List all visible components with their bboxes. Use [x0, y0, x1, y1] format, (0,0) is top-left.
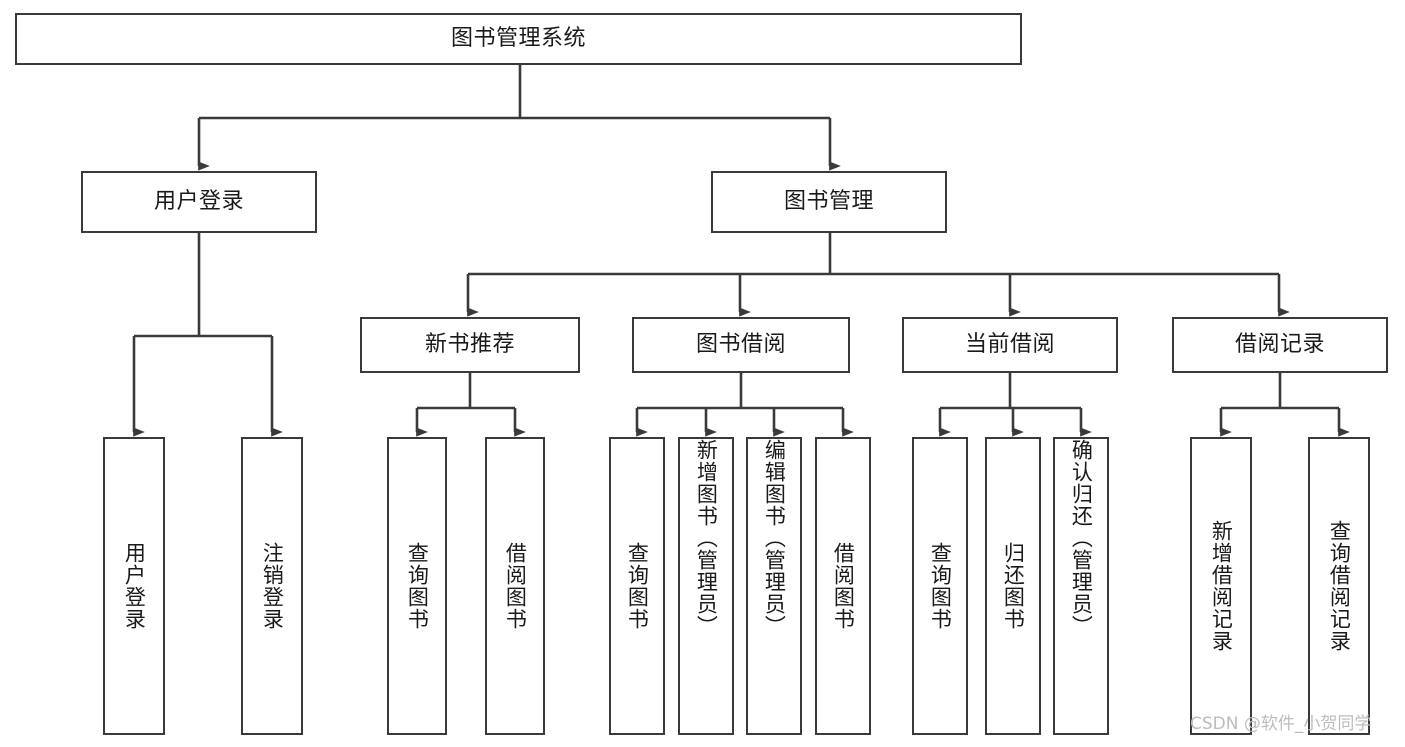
- node-borrow-record-label: 借阅记录: [1234, 332, 1325, 358]
- node-leaf-query-book-3-label: 查询图书: [928, 542, 953, 630]
- node-book-borrow-label: 图书借阅: [695, 332, 786, 358]
- node-leaf-query-book-1-label: 查询图书: [405, 542, 430, 630]
- node-leaf-query-book-2-label: 查询图书: [625, 542, 650, 630]
- node-leaf-query-book-3[interactable]: 查询图书: [912, 437, 968, 735]
- node-leaf-borrow-book-1[interactable]: 借阅图书: [485, 437, 545, 735]
- node-leaf-borrow-book-1-label: 借阅图书: [503, 542, 528, 630]
- node-leaf-edit-book[interactable]: 编辑图书（管理员）: [746, 437, 802, 735]
- node-leaf-query-record-label: 查询借阅记录: [1327, 520, 1352, 652]
- node-new-book-recommend-label: 新书推荐: [424, 332, 515, 358]
- node-leaf-confirm-return-label: 确认归还（管理员）: [1069, 439, 1094, 637]
- node-root[interactable]: 图书管理系统: [15, 13, 1022, 65]
- csdn-watermark: CSDN @软件_小贺同学: [1190, 714, 1372, 734]
- node-leaf-return-book-label: 归还图书: [1001, 542, 1026, 630]
- node-user-login[interactable]: 用户登录: [81, 171, 317, 233]
- node-leaf-add-book-label: 新增图书（管理员）: [694, 439, 719, 637]
- node-leaf-borrow-book-2[interactable]: 借阅图书: [815, 437, 871, 735]
- node-current-borrow-label: 当前借阅: [964, 332, 1055, 358]
- node-borrow-record[interactable]: 借阅记录: [1172, 317, 1388, 373]
- node-leaf-add-record[interactable]: 新增借阅记录: [1190, 437, 1252, 735]
- node-current-borrow[interactable]: 当前借阅: [902, 317, 1118, 373]
- node-leaf-logout[interactable]: 注销登录: [241, 437, 303, 735]
- node-leaf-edit-book-label: 编辑图书（管理员）: [762, 439, 787, 637]
- node-new-book-recommend[interactable]: 新书推荐: [360, 317, 580, 373]
- node-leaf-add-book[interactable]: 新增图书（管理员）: [678, 437, 734, 735]
- node-user-login-label: 用户登录: [153, 189, 244, 215]
- node-book-manage[interactable]: 图书管理: [711, 171, 947, 233]
- node-leaf-return-book[interactable]: 归还图书: [985, 437, 1041, 735]
- node-leaf-query-record[interactable]: 查询借阅记录: [1308, 437, 1370, 735]
- node-book-manage-label: 图书管理: [783, 189, 874, 215]
- node-leaf-user-login[interactable]: 用户登录: [103, 437, 165, 735]
- node-leaf-borrow-book-2-label: 借阅图书: [831, 542, 856, 630]
- node-leaf-query-book-2[interactable]: 查询图书: [609, 437, 665, 735]
- node-leaf-user-login-label: 用户登录: [122, 542, 147, 630]
- node-leaf-logout-label: 注销登录: [260, 542, 285, 630]
- node-leaf-query-book-1[interactable]: 查询图书: [387, 437, 447, 735]
- node-leaf-confirm-return[interactable]: 确认归还（管理员）: [1053, 437, 1109, 735]
- node-leaf-add-record-label: 新增借阅记录: [1209, 520, 1234, 652]
- node-root-label: 图书管理系统: [450, 26, 586, 52]
- node-book-borrow[interactable]: 图书借阅: [632, 317, 850, 373]
